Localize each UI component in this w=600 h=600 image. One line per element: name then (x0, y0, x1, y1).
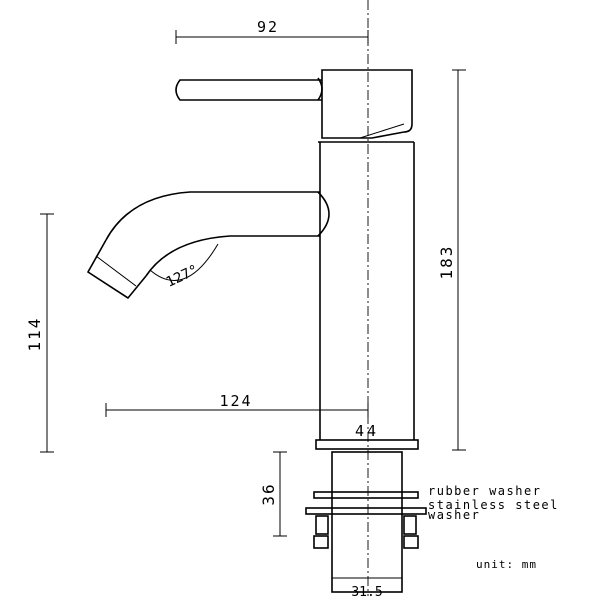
spout-angle-label: 127° (164, 262, 201, 291)
right-bolt (403, 515, 417, 535)
right-nut (403, 535, 419, 549)
dimension-183 (452, 69, 466, 451)
dimension-124 (105, 403, 369, 417)
thread-shank (331, 451, 403, 593)
dim-thread-diameter: 31.5 (351, 585, 382, 600)
label-stainless-line2: washer (428, 508, 480, 522)
left-nut (313, 535, 329, 549)
dim-body-diameter: 44 (355, 422, 379, 440)
dim-spout-reach: 124 (219, 392, 252, 410)
faucet-body (315, 141, 419, 450)
base-flange (315, 439, 419, 450)
spout-nozzle (86, 239, 147, 300)
faucet-handle (175, 69, 413, 139)
left-bolt (315, 515, 329, 535)
stainless-steel-washer (305, 507, 427, 515)
dim-spout-height: 114 (25, 317, 44, 352)
dim-total-height: 183 (437, 245, 456, 280)
spout-lower-curve (145, 235, 320, 277)
faucet-spout (86, 191, 330, 300)
rubber-washer (313, 491, 419, 499)
label-rubber-washer: rubber washer (428, 484, 541, 498)
dim-handle-reach: 92 (257, 18, 279, 36)
handle-lever (175, 79, 322, 101)
angle-arc (149, 243, 219, 281)
nozzle-line (95, 255, 137, 287)
handle-cap (321, 69, 413, 139)
dimension-31-5 (331, 572, 403, 584)
spout-upper-curve (105, 191, 320, 241)
dimension-92 (175, 30, 369, 44)
dimension-114 (40, 213, 54, 453)
dimension-36 (273, 451, 287, 537)
spout-joint (317, 191, 330, 237)
cap-bevel-line (359, 123, 405, 139)
label-stainless-line1: stainless steel (428, 498, 559, 512)
label-unit: unit: mm (476, 558, 537, 571)
dim-thread-length: 36 (259, 482, 278, 505)
mounting-shank (305, 451, 427, 593)
